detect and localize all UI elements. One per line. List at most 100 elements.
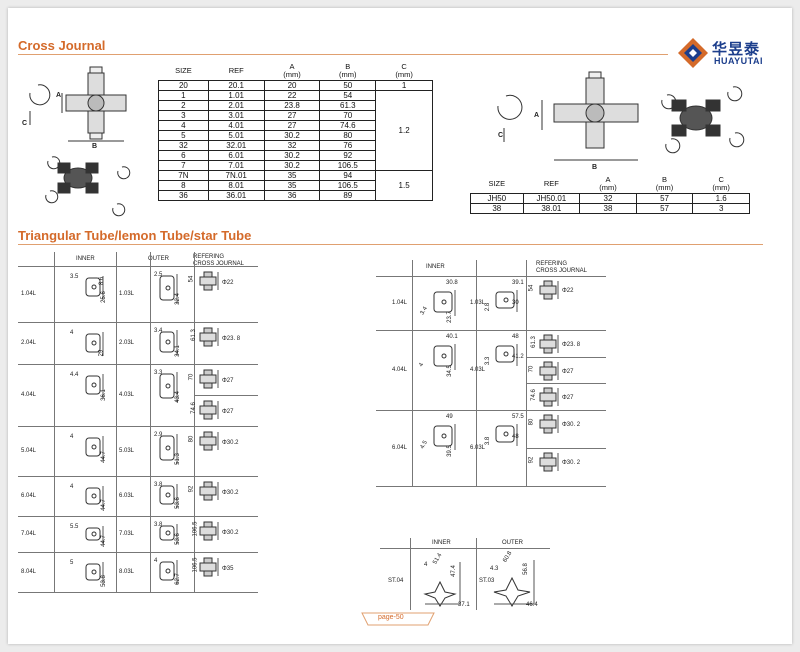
star-hdr-outer: OUTER <box>502 540 523 546</box>
cross-journal-title: Cross Journal <box>18 38 106 53</box>
table-cell: 6 <box>158 150 209 161</box>
table-cell: 54 <box>319 90 377 101</box>
ref-width: 106.5 <box>192 557 199 573</box>
ref-diameter: Φ30.2 <box>222 530 239 536</box>
jh-cross-journal-drawing <box>497 71 745 161</box>
inner-code: 8.04L <box>21 569 37 575</box>
outer-dim-c: 30 <box>512 300 519 306</box>
table-cell: 57 <box>635 203 694 214</box>
grid-line <box>18 426 258 427</box>
inner-code: 5.04L <box>21 448 37 454</box>
ref-width: 74.6 <box>530 389 537 402</box>
inner-lemon-tube-drawing <box>433 424 456 450</box>
inner-lemon-tube-drawing <box>433 290 456 316</box>
outer-code: 4.03L <box>470 367 486 373</box>
outer-dim-b: 3.8 <box>485 436 492 446</box>
outer-dim-b: 3.3 <box>485 356 492 366</box>
grid-col-line <box>194 252 195 592</box>
inner-dim-a: 4 <box>70 484 74 490</box>
table-cell: 3.01 <box>207 110 265 121</box>
star-outer-dim-4: 4.3 <box>490 566 499 572</box>
grid-line <box>18 516 258 517</box>
table-cell: 4.01 <box>207 120 265 131</box>
table-cell: 7N <box>158 170 209 181</box>
outer-dim-a: 3.8 <box>154 522 163 528</box>
inner-tube-drawing <box>85 276 104 300</box>
ref-diameter: Φ23. 8 <box>222 336 241 342</box>
c-value-cell: 1.5 <box>375 170 433 201</box>
table-cell: 8 <box>158 180 209 191</box>
grid-line <box>18 364 258 365</box>
table-cell: JH50.01 <box>522 193 581 204</box>
star-outer-dim-2: 56.8 <box>522 563 529 575</box>
table-cell: 70 <box>319 110 377 121</box>
cross-journal-drawing <box>29 66 131 217</box>
table-cell: 30.2 <box>263 130 321 141</box>
outer-code: 8.03L <box>119 569 135 575</box>
outer-dim-a: 3.3 <box>154 370 163 376</box>
ref-width: 106.5 <box>192 521 199 537</box>
c-value-cell: 1 <box>375 80 433 91</box>
ref-width: 54 <box>528 284 535 292</box>
grid-line <box>376 486 606 487</box>
table-cell: 20 <box>263 80 321 91</box>
outer-code: 1.03L <box>470 300 486 306</box>
inner-tube-drawing <box>85 374 104 398</box>
inner-code: 4.04L <box>21 392 37 398</box>
table-cell: 38 <box>579 203 637 214</box>
left-tube-grid: INNER OUTER REFERING CROSS JOURNAL 1.04L… <box>18 252 258 612</box>
outer-dim-a: 2.9 <box>154 432 163 438</box>
logo-mark-icon <box>678 38 708 68</box>
inner-tube-drawing <box>85 486 104 508</box>
inner-lemon-tube-drawing <box>433 344 456 370</box>
table-cell: 32 <box>579 193 637 204</box>
inner-code: 2.04L <box>21 340 37 346</box>
outer-dim-a: 3.8 <box>154 482 163 488</box>
table-cell: 7N.01 <box>207 170 265 181</box>
table-cell: 61.3 <box>319 100 377 111</box>
table-cell: 36 <box>158 190 209 201</box>
star-inner-drawing <box>423 562 461 607</box>
outer-code: 6.03L <box>119 493 135 499</box>
left-hdr-inner: INNER <box>76 256 95 262</box>
table-cell: 36 <box>263 190 321 201</box>
inner-dim-b: 4 <box>418 362 426 368</box>
dim-label-b-right: B <box>592 164 598 171</box>
table-cell: 5.01 <box>207 130 265 141</box>
ref-width: 74.6 <box>190 402 197 414</box>
c-value-cell: 1.2 <box>375 90 433 171</box>
table-cell: 23.8 <box>263 100 321 111</box>
inner-dim-c: 39.5 <box>446 445 453 457</box>
table-cell: 92 <box>319 150 377 161</box>
grid-col-line <box>476 260 477 486</box>
cross-journal-ref-drawing <box>199 521 219 541</box>
grid-col-line <box>412 260 413 486</box>
sub-row-line <box>526 383 606 385</box>
outer-dim-a: 39.1 <box>512 280 524 286</box>
outer-tube-drawing <box>159 274 178 304</box>
grid-line <box>376 276 606 277</box>
ref-width: 92 <box>528 456 535 464</box>
outer-tube-drawing <box>159 372 178 402</box>
inner-dim-b: 25.6 <box>100 291 107 303</box>
table-cell: 106.5 <box>319 160 377 171</box>
outer-tube-drawing <box>159 484 178 508</box>
outer-dim-b: 43.4 <box>174 391 181 403</box>
ref-width: 92 <box>188 485 195 493</box>
grid-line <box>18 476 258 477</box>
dim-label-a-right: A <box>534 112 540 119</box>
cross-journal-ref-drawing <box>199 557 219 577</box>
table-cell: 35 <box>263 170 321 181</box>
sub-row-line <box>526 356 606 358</box>
table-cell: 38.01 <box>522 203 581 214</box>
star-inner-dim-2: 47.4 <box>450 565 457 577</box>
table-cell: 2.01 <box>207 100 265 111</box>
table-cell: 106.5 <box>319 180 377 191</box>
star-outer-drawing <box>493 560 535 607</box>
ref-width: 80 <box>528 418 535 426</box>
inner-dim-a: 4.4 <box>70 372 79 378</box>
